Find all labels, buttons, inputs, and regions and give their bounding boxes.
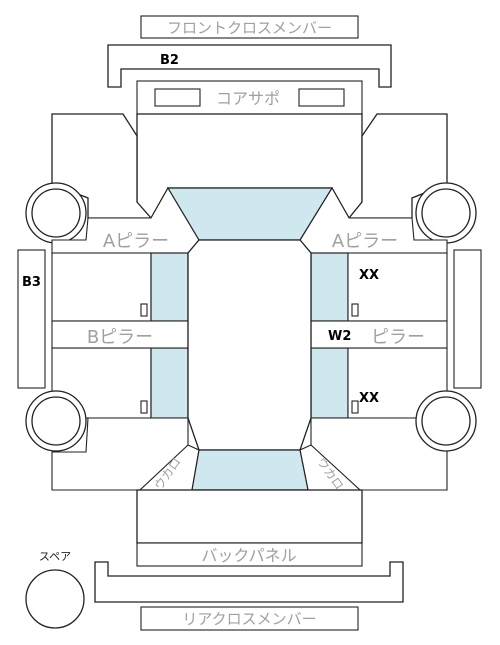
right-headlight[interactable] <box>298 88 345 107</box>
mark-left-side-panel: B3 <box>22 275 41 290</box>
left-b-pillar-label: Bピラー <box>87 327 153 348</box>
spare-label: スペア <box>39 550 71 563</box>
left-headlight[interactable] <box>154 88 201 107</box>
front-cross-member-part[interactable] <box>107 44 392 88</box>
left-front-door-handle[interactable] <box>140 303 148 317</box>
front-cross-member-label: フロントクロスメンバー <box>167 19 332 37</box>
front-cross-member-box[interactable] <box>140 15 359 39</box>
rear-left-tire-inner <box>31 396 81 446</box>
roof[interactable] <box>187 239 312 451</box>
left-side-panel[interactable] <box>17 249 46 389</box>
rear-right-tire-inner <box>421 396 471 446</box>
left-front-window[interactable] <box>150 252 189 322</box>
right-b-pillar-label: ピラー <box>371 327 425 348</box>
left-rear-quarter[interactable] <box>51 417 189 491</box>
mark-right-b-pillar: W2 <box>328 329 351 344</box>
left-rear-door-handle[interactable] <box>140 400 148 414</box>
right-front-door[interactable] <box>347 252 448 322</box>
core-support-label: コアサポ <box>216 89 280 108</box>
right-b-pillar[interactable] <box>310 320 448 349</box>
right-a-pillar-label: Aピラー <box>332 231 398 252</box>
back-panel-label: バックパネル <box>201 546 296 565</box>
mark-right-rear-door: XX <box>359 391 379 406</box>
right-side-panel[interactable] <box>453 249 482 389</box>
mark-right-front-door: XX <box>359 268 379 283</box>
rear-cross-member-box[interactable] <box>140 606 359 631</box>
right-rear-door-handle[interactable] <box>351 400 359 414</box>
trunk-lid[interactable] <box>136 489 363 544</box>
rear-window[interactable] <box>191 449 309 491</box>
left-rear-window[interactable] <box>150 347 189 419</box>
right-front-window[interactable] <box>310 252 349 322</box>
mark-front-cross-member: B2 <box>160 53 179 68</box>
right-front-door-handle[interactable] <box>351 303 359 317</box>
front-right-tire-inner <box>421 188 471 238</box>
left-front-door[interactable] <box>51 252 152 322</box>
rear-cross-member-label: リアクロスメンバー <box>182 610 316 628</box>
left-a-pillar-label: Aピラー <box>103 231 169 252</box>
right-rear-window[interactable] <box>310 347 349 419</box>
rear-cross-member-part[interactable] <box>94 561 404 603</box>
back-panel[interactable] <box>136 542 363 567</box>
front-left-tire-inner <box>31 188 81 238</box>
left-b-pillar[interactable] <box>51 320 189 349</box>
spare-tire[interactable] <box>25 569 85 629</box>
